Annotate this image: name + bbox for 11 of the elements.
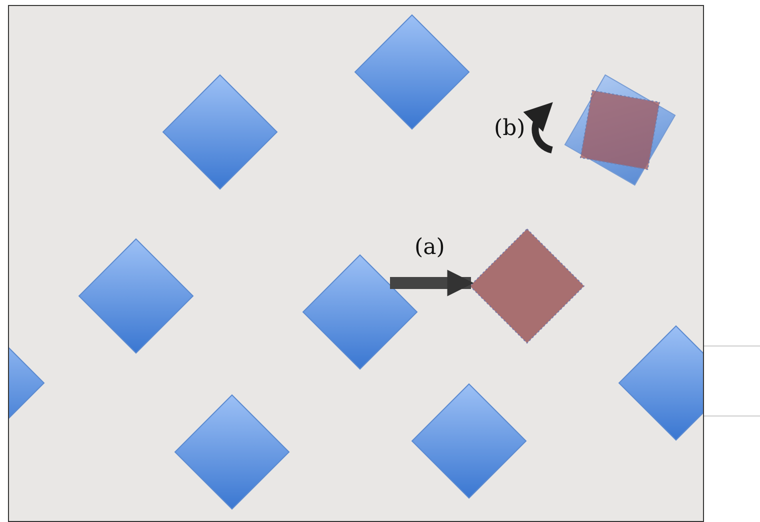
diamond-shape [303, 255, 417, 369]
diamond-shape [79, 239, 193, 353]
edge-label: (a) [414, 237, 445, 259]
part-label: (b) [494, 118, 526, 140]
diamond-shape [412, 384, 526, 498]
diamond-shape [175, 395, 289, 509]
arrow [390, 270, 474, 296]
diamond-shape [163, 75, 277, 189]
diamond-shape [355, 15, 469, 129]
diamond-shape [470, 229, 584, 343]
diamond-shape [619, 326, 703, 440]
